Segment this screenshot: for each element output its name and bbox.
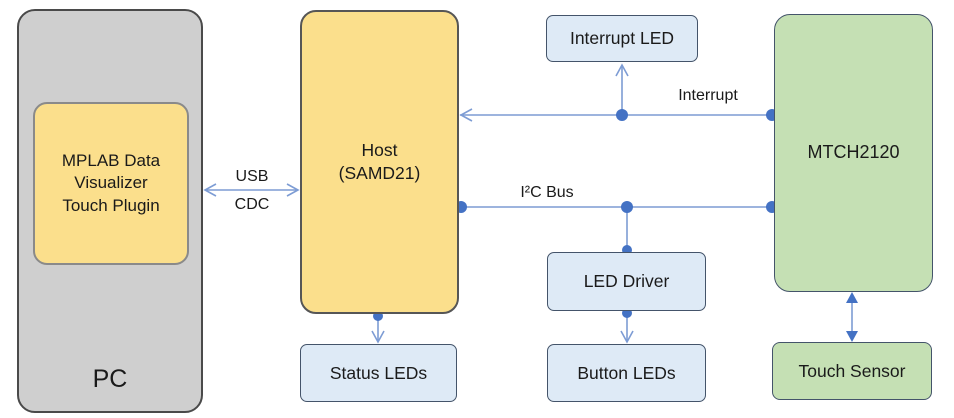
node-mplab-plugin-label: MPLAB Data Visualizer Touch Plugin [61, 151, 161, 215]
node-mtch2120: MTCH2120 [774, 14, 933, 292]
node-status-leds: Status LEDs [300, 344, 457, 402]
usb-label: USB [235, 168, 269, 185]
node-pc-label: PC [92, 364, 128, 393]
i2c-bus-label: I²C Bus [520, 184, 574, 201]
arrowhead-down-icon [620, 330, 634, 344]
junction-dot [616, 109, 628, 121]
interrupt-label: Interrupt [678, 87, 738, 104]
arrowhead-left-icon [459, 108, 473, 122]
node-touch-sensor: Touch Sensor [772, 342, 932, 400]
node-led-driver: LED Driver [547, 252, 706, 311]
arrowhead-right-icon [286, 183, 300, 197]
node-host-label: Host (SAMD21) [338, 140, 421, 183]
arrowhead-left-icon [203, 183, 217, 197]
node-mtch2120-label: MTCH2120 [807, 142, 900, 163]
junction-dot [621, 201, 633, 213]
node-interrupt-led-label: Interrupt LED [569, 28, 675, 49]
arrowhead-down-icon [371, 330, 385, 344]
node-touch-sensor-label: Touch Sensor [798, 360, 906, 381]
node-button-leds-label: Button LEDs [577, 362, 676, 383]
node-led-driver-label: LED Driver [583, 271, 670, 292]
node-mplab-plugin: MPLAB Data Visualizer Touch Plugin [33, 102, 189, 265]
node-button-leds: Button LEDs [547, 344, 706, 402]
node-host-samd21: Host (SAMD21) [300, 10, 459, 314]
arrowhead-up-solid-icon [846, 292, 858, 303]
cdc-label: CDC [234, 196, 270, 213]
arrowhead-down-solid-icon [846, 331, 858, 342]
arrowhead-up-icon [615, 63, 629, 77]
node-interrupt-led: Interrupt LED [546, 15, 698, 62]
node-status-leds-label: Status LEDs [329, 362, 428, 383]
